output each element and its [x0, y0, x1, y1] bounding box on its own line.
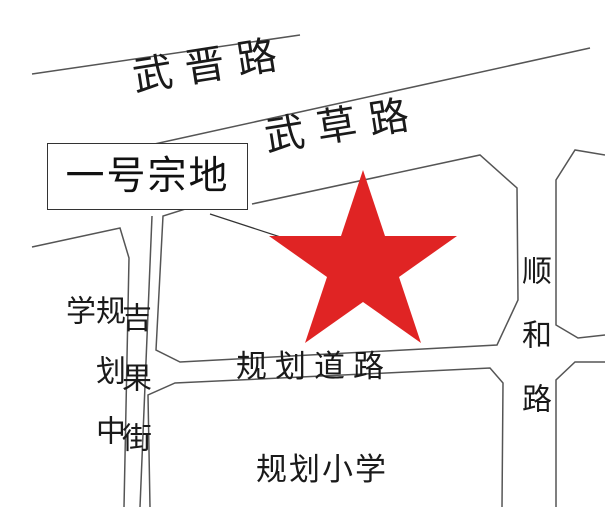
road-label-jiguo: 吉果街	[116, 302, 151, 482]
south-block-edge	[147, 367, 504, 507]
callout-box: 一号宗地	[47, 143, 248, 210]
callout-label: 一号宗地	[65, 154, 230, 199]
shunhe-road-east-upper	[555, 149, 605, 339]
red-star-icon	[269, 170, 457, 343]
wucao-road-south-edge	[155, 154, 519, 363]
road-label-shunhe: 顺和路	[516, 255, 551, 447]
road-label-guihua: 规划道路	[236, 349, 392, 385]
jiguo-street-east-edge	[139, 215, 153, 507]
place-label-primary-school: 规划小学	[256, 452, 388, 488]
shunhe-road-east-lower	[555, 361, 605, 507]
place-label-middle-school: 规划中学	[60, 295, 125, 475]
wujin-road-north-edge	[31, 34, 301, 75]
wujin-road-south-edge	[149, 47, 591, 146]
west-block-edge	[31, 227, 130, 507]
